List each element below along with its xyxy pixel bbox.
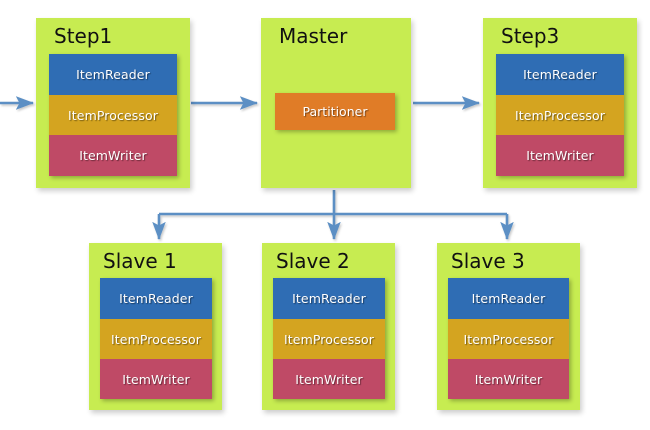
component-partitioner[interactable]: Partitioner [275, 93, 395, 130]
component-item-writer[interactable]: ItemWriter [100, 359, 212, 399]
component-item-reader[interactable]: ItemReader [49, 54, 177, 95]
component-item-reader[interactable]: ItemReader [100, 278, 212, 319]
node-step1[interactable]: Step1 ItemReader ItemProcessor ItemWrite… [36, 18, 190, 188]
component-item-writer[interactable]: ItemWriter [49, 135, 177, 176]
node-slave1-title: Slave 1 [103, 249, 177, 273]
node-slave2[interactable]: Slave 2 ItemReader ItemProcessor ItemWri… [262, 243, 395, 410]
node-step1-components: ItemReader ItemProcessor ItemWriter [49, 54, 177, 176]
node-slave2-components: ItemReader ItemProcessor ItemWriter [273, 278, 385, 399]
component-item-writer[interactable]: ItemWriter [273, 359, 385, 399]
component-item-writer[interactable]: ItemWriter [448, 359, 569, 399]
node-step3[interactable]: Step3 ItemReader ItemProcessor ItemWrite… [483, 18, 637, 188]
node-slave3[interactable]: Slave 3 ItemReader ItemProcessor ItemWri… [437, 243, 580, 410]
node-slave3-title: Slave 3 [451, 249, 525, 273]
component-item-writer[interactable]: ItemWriter [496, 135, 624, 176]
component-item-processor[interactable]: ItemProcessor [49, 95, 177, 135]
component-item-processor[interactable]: ItemProcessor [273, 319, 385, 359]
node-step3-components: ItemReader ItemProcessor ItemWriter [496, 54, 624, 176]
component-item-processor[interactable]: ItemProcessor [496, 95, 624, 135]
component-item-reader[interactable]: ItemReader [448, 278, 569, 319]
component-item-processor[interactable]: ItemProcessor [448, 319, 569, 359]
component-item-reader[interactable]: ItemReader [273, 278, 385, 319]
node-master-title: Master [279, 24, 348, 48]
node-slave3-components: ItemReader ItemProcessor ItemWriter [448, 278, 569, 399]
node-step1-title: Step1 [54, 24, 113, 48]
component-item-processor[interactable]: ItemProcessor [100, 319, 212, 359]
node-master[interactable]: Master Partitioner [261, 18, 411, 188]
node-step3-title: Step3 [501, 24, 560, 48]
node-slave1[interactable]: Slave 1 ItemReader ItemProcessor ItemWri… [89, 243, 222, 410]
node-slave2-title: Slave 2 [276, 249, 350, 273]
component-item-reader[interactable]: ItemReader [496, 54, 624, 95]
node-slave1-components: ItemReader ItemProcessor ItemWriter [100, 278, 212, 399]
